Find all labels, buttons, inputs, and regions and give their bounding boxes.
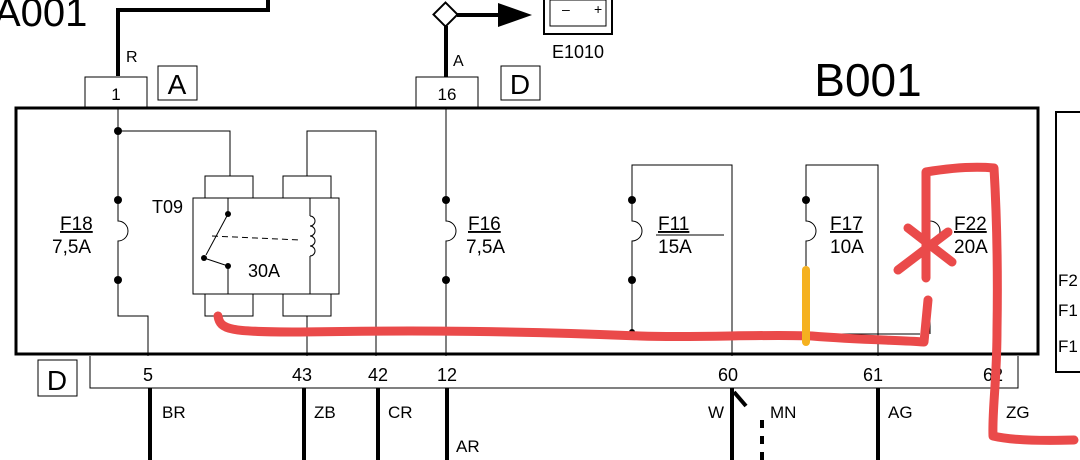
wire-label-ar: AR: [456, 437, 480, 456]
wire-label-zg: ZG: [1006, 403, 1030, 422]
wire-label-br: BR: [162, 403, 186, 422]
right-panel-box: [1055, 111, 1080, 373]
battery-icon: [543, 0, 613, 35]
wire-w-bend: [732, 390, 748, 408]
pin-label-5: 5: [143, 365, 153, 385]
wire-label-w: W: [708, 403, 724, 422]
connector-d-top-letter: D: [510, 69, 530, 100]
connector-top-mid-pin: 16: [438, 85, 457, 104]
fuse-f17: [802, 196, 817, 266]
battery-minus: –: [562, 1, 570, 17]
connector-top-left-pin: 1: [111, 85, 120, 104]
bottom-connector-strip: [89, 356, 1019, 389]
pin-label-61: 61: [863, 365, 883, 385]
wire-label-zb: ZB: [314, 403, 336, 422]
fuse-f22-rating: 20A: [954, 237, 988, 258]
fuse-f17-rating: 10A: [830, 237, 864, 258]
wire-label-a: A: [453, 53, 464, 70]
fuse-f17-id: F17: [830, 214, 863, 235]
pin-label-42: 42: [368, 365, 388, 385]
connector-d-bottom-box: [37, 359, 78, 397]
fuse-f16-id: F16: [468, 214, 501, 235]
module-label: B001: [814, 54, 921, 106]
battery-plus: +: [594, 1, 602, 17]
connector-d-bottom-letter: D: [47, 365, 67, 396]
pin-label-43: 43: [292, 365, 312, 385]
fuse-f11-rating: 15A: [658, 237, 692, 258]
relay-t09: [192, 175, 340, 317]
fuse-f18-rating: 7,5A: [52, 237, 91, 258]
module-box: [14, 106, 1040, 356]
wire-label-mn: MN: [770, 403, 796, 422]
pin-label-12: 12: [437, 365, 457, 385]
battery-label: E1010: [552, 42, 604, 62]
wire-label-cr: CR: [388, 403, 413, 422]
wire-label-r: R: [126, 49, 138, 66]
pin-label-60: 60: [718, 365, 738, 385]
right-panel-label-1: F2: [1058, 271, 1078, 290]
relay-rating: 30A: [248, 261, 280, 281]
fuse-f11-id: F11: [658, 214, 689, 235]
connector-a-letter: A: [168, 69, 187, 100]
fuse-f11: [628, 196, 643, 284]
fuse-f18-id: F18: [60, 214, 93, 235]
fuse-f22-id: F22: [954, 214, 987, 235]
wire-label-ag: AG: [888, 403, 913, 422]
connector-a-box: [157, 65, 198, 101]
header-fragment-label: A001: [0, 0, 87, 35]
highlight-red-path: [213, 162, 1079, 445]
feed-wire-a: [116, 0, 270, 76]
connector-d-top-box: [500, 65, 541, 101]
splice-diamond: [432, 1, 459, 28]
fuse-f18: [114, 127, 129, 284]
right-panel-label-3: F1: [1058, 337, 1078, 356]
fuse-f16-rating: 7,5A: [466, 237, 505, 258]
fuse-f16: [442, 196, 457, 284]
right-panel-label-2: F1: [1058, 301, 1078, 320]
relay-id: T09: [152, 197, 183, 217]
highlight-cross-mark: [893, 223, 957, 275]
fuse-f22: [929, 200, 941, 334]
battery-arrow: [498, 3, 532, 27]
